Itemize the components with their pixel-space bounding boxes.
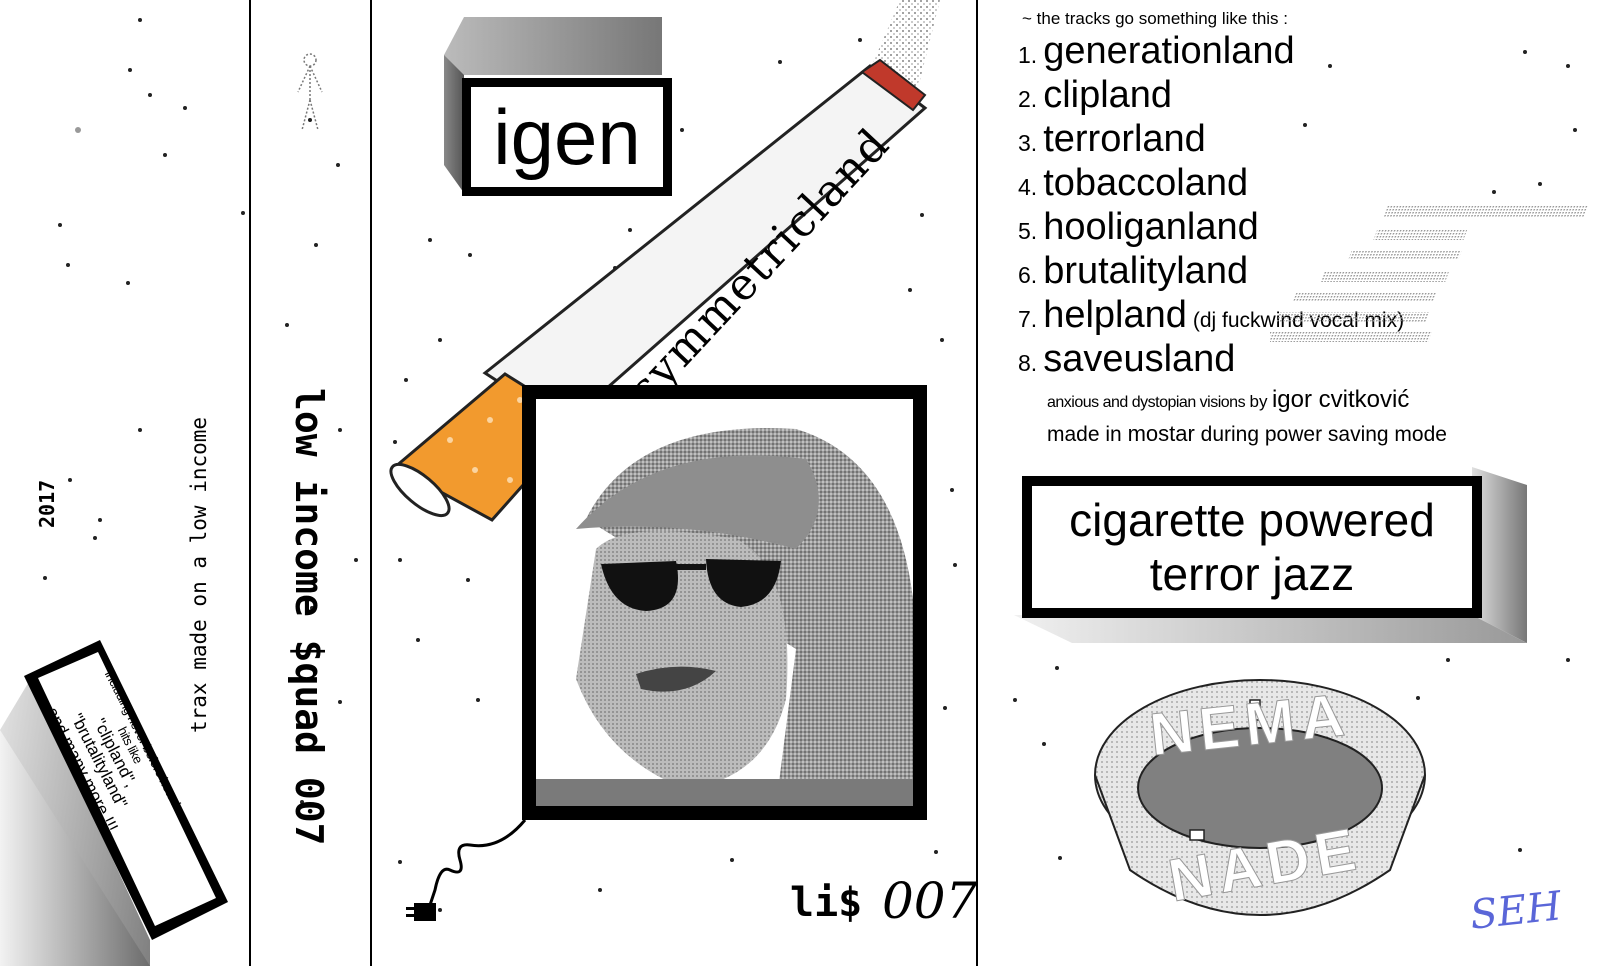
track-7: 7.helpland(dj fuckwind vocal mix) (1018, 294, 1404, 336)
made-in-line: made in mostar during power saving mode (1047, 421, 1447, 446)
portrait-image (536, 399, 913, 806)
artist-name: igen (493, 93, 641, 181)
catalog-number: 007 (882, 872, 978, 930)
slogan-line-1: cigarette powered (1069, 493, 1435, 546)
track-4: 4.tobaccoland (1018, 162, 1249, 204)
slogan-box-shape (1014, 467, 1527, 643)
track-3: 3.terrorland (1018, 118, 1206, 160)
track-5: 5.hooliganland (1018, 206, 1259, 248)
tracklist-intro: ~ the tracks go something like this : (1022, 9, 1288, 28)
ashtray-illustration (1094, 679, 1426, 916)
track-2: 2.clipland (1018, 74, 1173, 116)
year-label: 2017 (35, 479, 59, 528)
track-8: 8.saveusland (1018, 338, 1236, 380)
cassette-box-shape (0, 640, 228, 966)
track-6: 6.brutalityland (1018, 250, 1249, 292)
power-plug-icon (406, 819, 527, 921)
panel-divider-1 (249, 0, 251, 966)
artist-photo (522, 385, 927, 820)
person-figure-icon (297, 53, 323, 131)
spine-title: low income $quad 007 (287, 388, 331, 846)
artist-signature: SEH (1467, 883, 1564, 939)
track-1: 1.generationland (1018, 30, 1295, 72)
igen-box-shape (444, 17, 662, 193)
artist-credit-name: igor cvitković (1271, 386, 1410, 413)
slogan-box: cigarette powered terror jazz (1022, 476, 1482, 618)
tracklist-echo-graphic (1270, 206, 1588, 342)
panel-divider-3 (976, 0, 978, 966)
artist-name-box: igen (462, 78, 672, 196)
credits-line: anxious and dystopian visions by igor cv… (1047, 386, 1410, 413)
panel-divider-2 (370, 0, 372, 966)
catalog-prefix: li$ (790, 880, 863, 926)
slogan-line-2: terror jazz (1149, 548, 1355, 600)
